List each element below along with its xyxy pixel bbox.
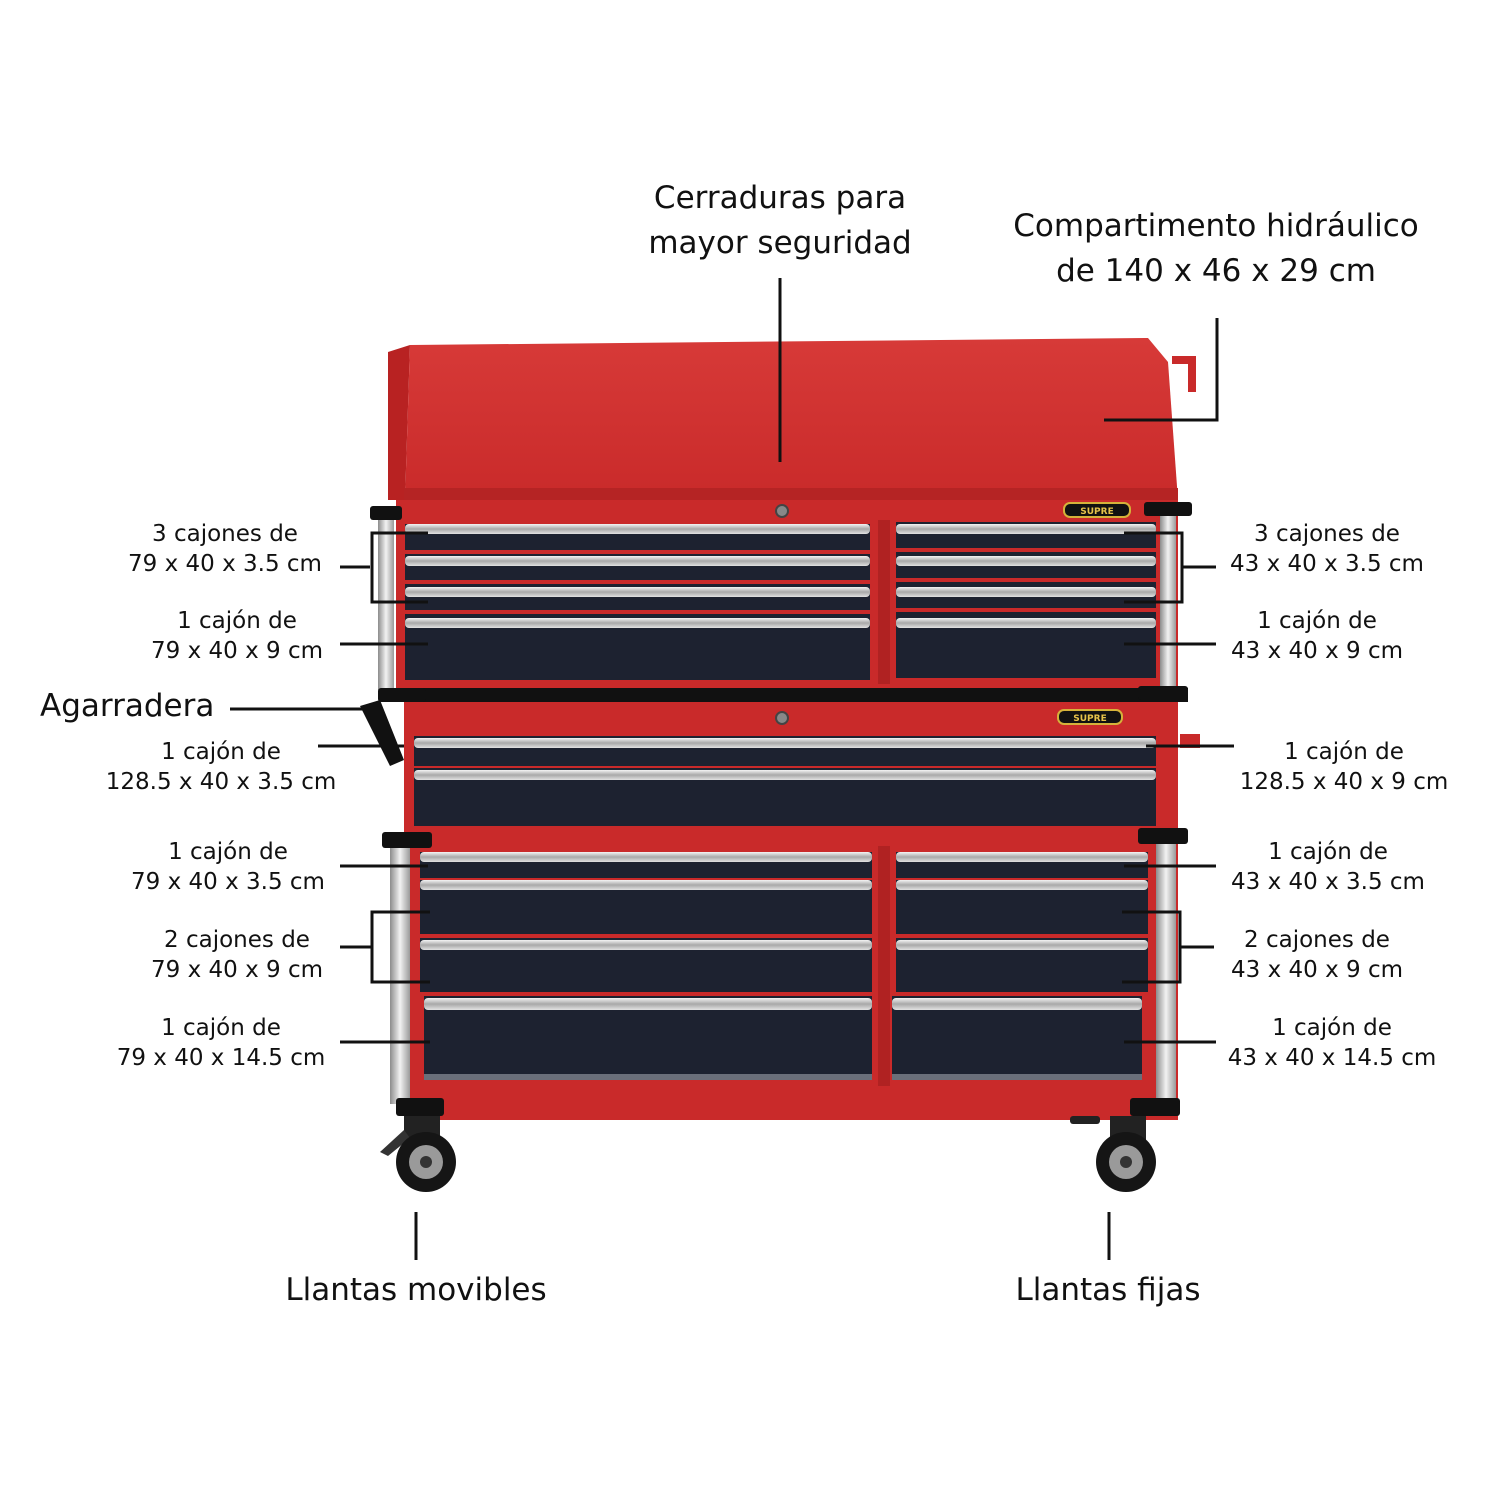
- brand-logo: [1063, 502, 1131, 518]
- label-llantas-movibles: Llantas movibles: [285, 1272, 547, 1308]
- swivel-caster-left: [380, 1116, 456, 1192]
- lower-right-drawers: [892, 852, 1148, 1080]
- hydraulic-lid: [388, 338, 1196, 502]
- lower-left-drawers: [420, 852, 872, 1080]
- left-lower-pole: [390, 840, 410, 1104]
- svg-text:SUPRE: SUPRE: [1080, 507, 1113, 517]
- lock-icon: [775, 504, 789, 518]
- upper-right-drawers: [896, 522, 1156, 678]
- callout-lines: [230, 278, 1234, 1260]
- corner-cap: [1144, 502, 1192, 516]
- corner-cap: [378, 688, 426, 702]
- lock-icon: [775, 711, 789, 725]
- brand-logo: [1057, 709, 1123, 725]
- wide-drawers: [414, 736, 1156, 826]
- right-lower-pole: [1156, 840, 1176, 1104]
- corner-cap: [1138, 686, 1188, 700]
- fixed-caster-right: [1096, 1116, 1156, 1192]
- corner-cap: [1130, 1098, 1180, 1116]
- upper-left-drawers: [405, 524, 870, 680]
- corner-cap: [382, 832, 432, 848]
- svg-text:SUPRE: SUPRE: [1073, 714, 1106, 724]
- side-handle: [360, 700, 404, 766]
- left-upper-pole: [378, 518, 394, 690]
- corner-cap: [1138, 828, 1188, 844]
- label-cerraduras: Cerraduras para mayor seguridad: [648, 180, 912, 261]
- corner-cap: [370, 506, 402, 520]
- label-compartimento: Compartimento hidráulico de 140 x 46 x 2…: [1013, 208, 1419, 289]
- label-llantas-fijas: Llantas fijas: [1015, 1272, 1201, 1308]
- label-agarradera: Agarradera: [40, 688, 215, 724]
- corner-cap: [396, 1098, 444, 1116]
